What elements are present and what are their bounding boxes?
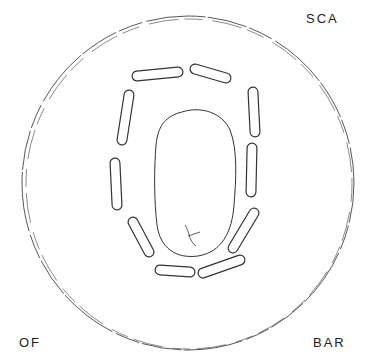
stone-fill — [133, 222, 149, 252]
mound-mark — [185, 225, 200, 246]
standing-stones — [115, 69, 255, 273]
sheet-label: BAR — [312, 336, 347, 349]
stone-outline — [122, 95, 129, 140]
stone-outline — [251, 148, 252, 192]
stone-fill — [195, 69, 226, 78]
stone-fill — [115, 163, 117, 205]
stone-outline — [133, 222, 149, 252]
stone-outline — [203, 260, 240, 273]
stone-outline — [137, 72, 178, 76]
stone-outline — [115, 163, 117, 205]
stone-outline — [160, 270, 190, 272]
stone-fill — [160, 270, 190, 272]
sheet-label: OF — [18, 336, 42, 349]
stone-outline — [233, 213, 254, 248]
stone-fill — [251, 148, 252, 192]
stone-fill — [137, 72, 178, 76]
stone-fill — [233, 213, 254, 248]
stone-fill — [122, 95, 129, 140]
sheet-label: SCA — [305, 12, 340, 25]
central-mound — [155, 110, 236, 257]
stone-fill — [203, 260, 240, 273]
outer-bank — [22, 16, 354, 350]
stone-outline — [195, 69, 226, 78]
stone-outline — [253, 92, 255, 132]
stone-fill — [253, 92, 255, 132]
